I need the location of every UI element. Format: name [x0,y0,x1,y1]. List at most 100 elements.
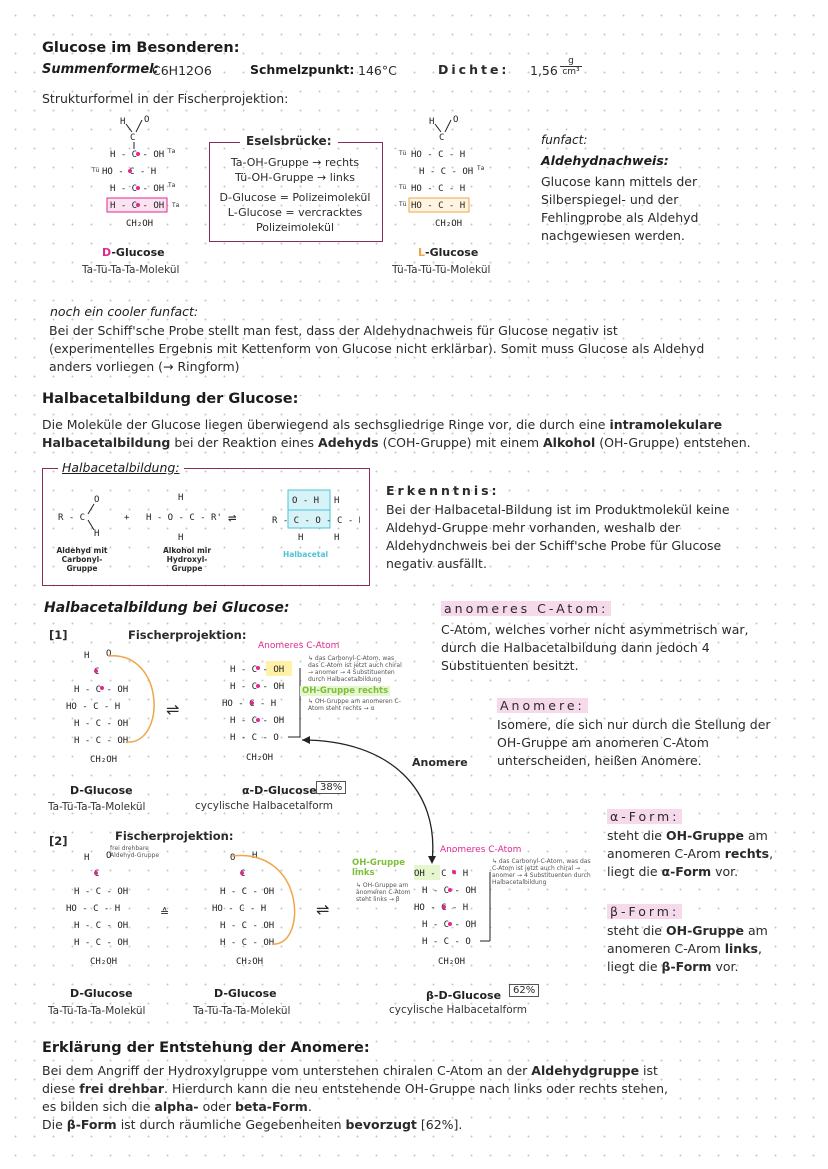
anomer-note-2: ↳ das Carbonyl-C-Atom, was das C-Atom is… [492,858,591,886]
svg-text:H: H [94,529,99,539]
svg-text:⇌: ⇌ [228,510,236,526]
d-glucose-caption: Ta-Tü-Ta-Ta-Molekül [82,264,180,276]
svg-text:Tü: Tü [399,201,407,208]
summenformel-value: C6H12O6 [152,63,212,78]
svg-text:O: O [230,853,235,863]
glucose-chain-2: HO C H - C - OH HO - C - H H - C - OH H … [66,848,166,978]
alpha-caption: cycylische Halbacetalform [195,800,334,812]
erklaerung-line4: Die β-Form ist durch räumliche Gegebenhe… [42,1117,463,1132]
svg-text:O: O [106,851,111,861]
svg-text:O - H: O - H [292,496,319,506]
svg-text:H: H [120,117,125,127]
svg-text:O: O [453,115,458,125]
svg-text:H - C - OH: H - C - OH [74,719,128,729]
equivalent-sign: ≙ [160,906,170,919]
fischer2-label: Fischerprojektion: [115,829,234,843]
svg-text:O: O [106,649,111,659]
svg-text:H: H [178,533,183,543]
anomere-text: Isomere, die sich nur durch die Stellung… [497,717,771,768]
svg-text:HO - C - H: HO - C - H [411,201,465,211]
svg-text:HO - C - H: HO - C - H [414,903,468,913]
dichte-value: 1,56 [530,63,558,78]
svg-text:H: H [334,533,339,543]
alpha-glucose-structure: H - C - OH H - C - OH HO - C - H H - C -… [222,656,312,776]
svg-text:H: H [334,496,339,506]
svg-text:H - C - O: H - C - O [230,733,279,743]
dichte-unit-den: cm³ [560,66,582,77]
svg-text:H - C - OH: H - C - OH [230,665,284,675]
oh-rechts-note: ↳ OH-Gruppe am anomeren C-Atom steht rec… [308,698,401,712]
halbacetal-box [42,468,370,586]
anomer-c-title: anomeres C-Atom: [441,601,612,616]
erkenntnis-title: Erkenntnis: [386,483,500,498]
svg-text:R - C: R - C [58,513,85,523]
svg-text:OH - C - H: OH - C - H [414,869,468,879]
oh-links-note: ↳ OH-Gruppe am anomeren C-Atom steht lin… [356,882,411,903]
esels-line3: D-Glucose = Polizeimolekül [219,191,371,204]
alpha-form-title: α-Form: [607,809,683,824]
free-rot-note: frei drehbare Aldehyd-Gruppe [110,845,160,859]
beta-percentage: 62% [509,984,540,997]
halb-para-line2: Halbacetalbildung bei der Reaktion eines… [42,435,751,450]
svg-text:H: H [84,651,89,661]
svg-text:Tü: Tü [399,184,407,191]
svg-text:H: H [178,493,183,503]
oh-rechts-label: OH-Gruppe rechts [300,686,391,696]
erklaerung-line2: diese frei drehbar. Hierdurch kann die n… [42,1081,668,1096]
esels-line2: Tü-OH-Gruppe → links [235,171,355,184]
n1-label: [1] [49,628,68,642]
schmelzpunkt-label: Schmelzpunkt: [250,62,355,77]
halbacetal-box-title: Halbacetalbildung: [58,460,184,475]
n2-label: [2] [49,834,68,848]
esels-line1: Ta-OH-Gruppe → rechts [230,156,360,169]
anomer-c-label-1: Anomeres C-Atom [258,641,340,651]
alpha-form-text: steht die OH-Gruppe am anomeren C-Arom r… [607,828,774,879]
svg-text:HO - C - H: HO - C - H [411,184,465,194]
fischer1-label: Fischerprojektion: [128,628,247,642]
anomere-arrow-icon [301,736,436,864]
beta-form-title: β-Form: [607,904,683,919]
funfact2-line2: (experimentelles Ergebnis mit Kettenform… [49,341,705,356]
svg-text:C: C [130,133,135,143]
svg-text:C: C [439,133,444,143]
funfact-title: Aldehydnachweis: [541,153,669,168]
svg-text:Ta: Ta [168,148,176,155]
alkohol-label: Alkohol mir Hydroxyl-Gruppe [162,546,212,573]
svg-text:H - C - OH: H - C - OH [74,685,128,695]
esels-line4: L-Glucose = vercracktes [227,206,363,219]
glucbildung-title: Halbacetalbildung bei Glucose: [44,600,290,616]
equilibrium-arrow-1: ⇌ [166,700,180,719]
svg-text:H: H [429,117,434,127]
d1-caption: Ta-Tü-Ta-Ta-Molekül [48,801,146,813]
erklaerung-title: Erklärung der Entstehung der Anomere: [42,1040,370,1056]
d2-caption: Ta-Tü-Ta-Ta-Molekül [48,1005,146,1017]
l-glucose-label: L-Glucose [418,246,479,259]
svg-text:CH₂OH: CH₂OH [435,219,462,229]
d1-label: D-Glucose [70,784,133,797]
beta-glucose-structure: OH - C - H H - C - OH HO - C - H H - C -… [414,860,504,980]
svg-text:CH₂OH: CH₂OH [126,219,153,229]
d2-label: D-Glucose [70,987,133,1000]
svg-text:H - C - OH: H - C - OH [220,921,274,931]
svg-text:H: H [84,853,89,863]
d3-caption: Ta-Tü-Ta-Ta-Molekül [193,1005,291,1017]
glucose-chain-3-icon: OH C H - C - OH HO - C - H H - C - OH H … [212,851,296,967]
summenformel-label: Summenformel: [42,62,159,77]
glucose-chain-1-icon: HO C H - C - OH HO - C - H H - C - OH H … [66,649,155,765]
erklaerung-line1: Bei dem Angriff der Hydroxylgruppe vom u… [42,1063,658,1078]
svg-text:H - C - OH: H - C - OH [74,938,128,948]
aldehyd-label: Aldehyd mit Carbonyl-Gruppe [56,546,108,573]
anomer-c-label-2: Anomeres C-Atom [440,845,522,855]
svg-text:H: H [252,851,257,861]
anomere-arrow-label: Anomere [412,756,468,769]
funfact2-line1: Bei der Schiff'sche Probe stellt man fes… [49,323,618,338]
halb-para-line1: Die Moleküle der Glucose liegen überwieg… [42,417,723,432]
svg-text:O: O [144,115,149,125]
svg-text:H - C - OH: H - C - OH [419,167,473,177]
d-glucose-label: D-Glucose [102,246,165,259]
